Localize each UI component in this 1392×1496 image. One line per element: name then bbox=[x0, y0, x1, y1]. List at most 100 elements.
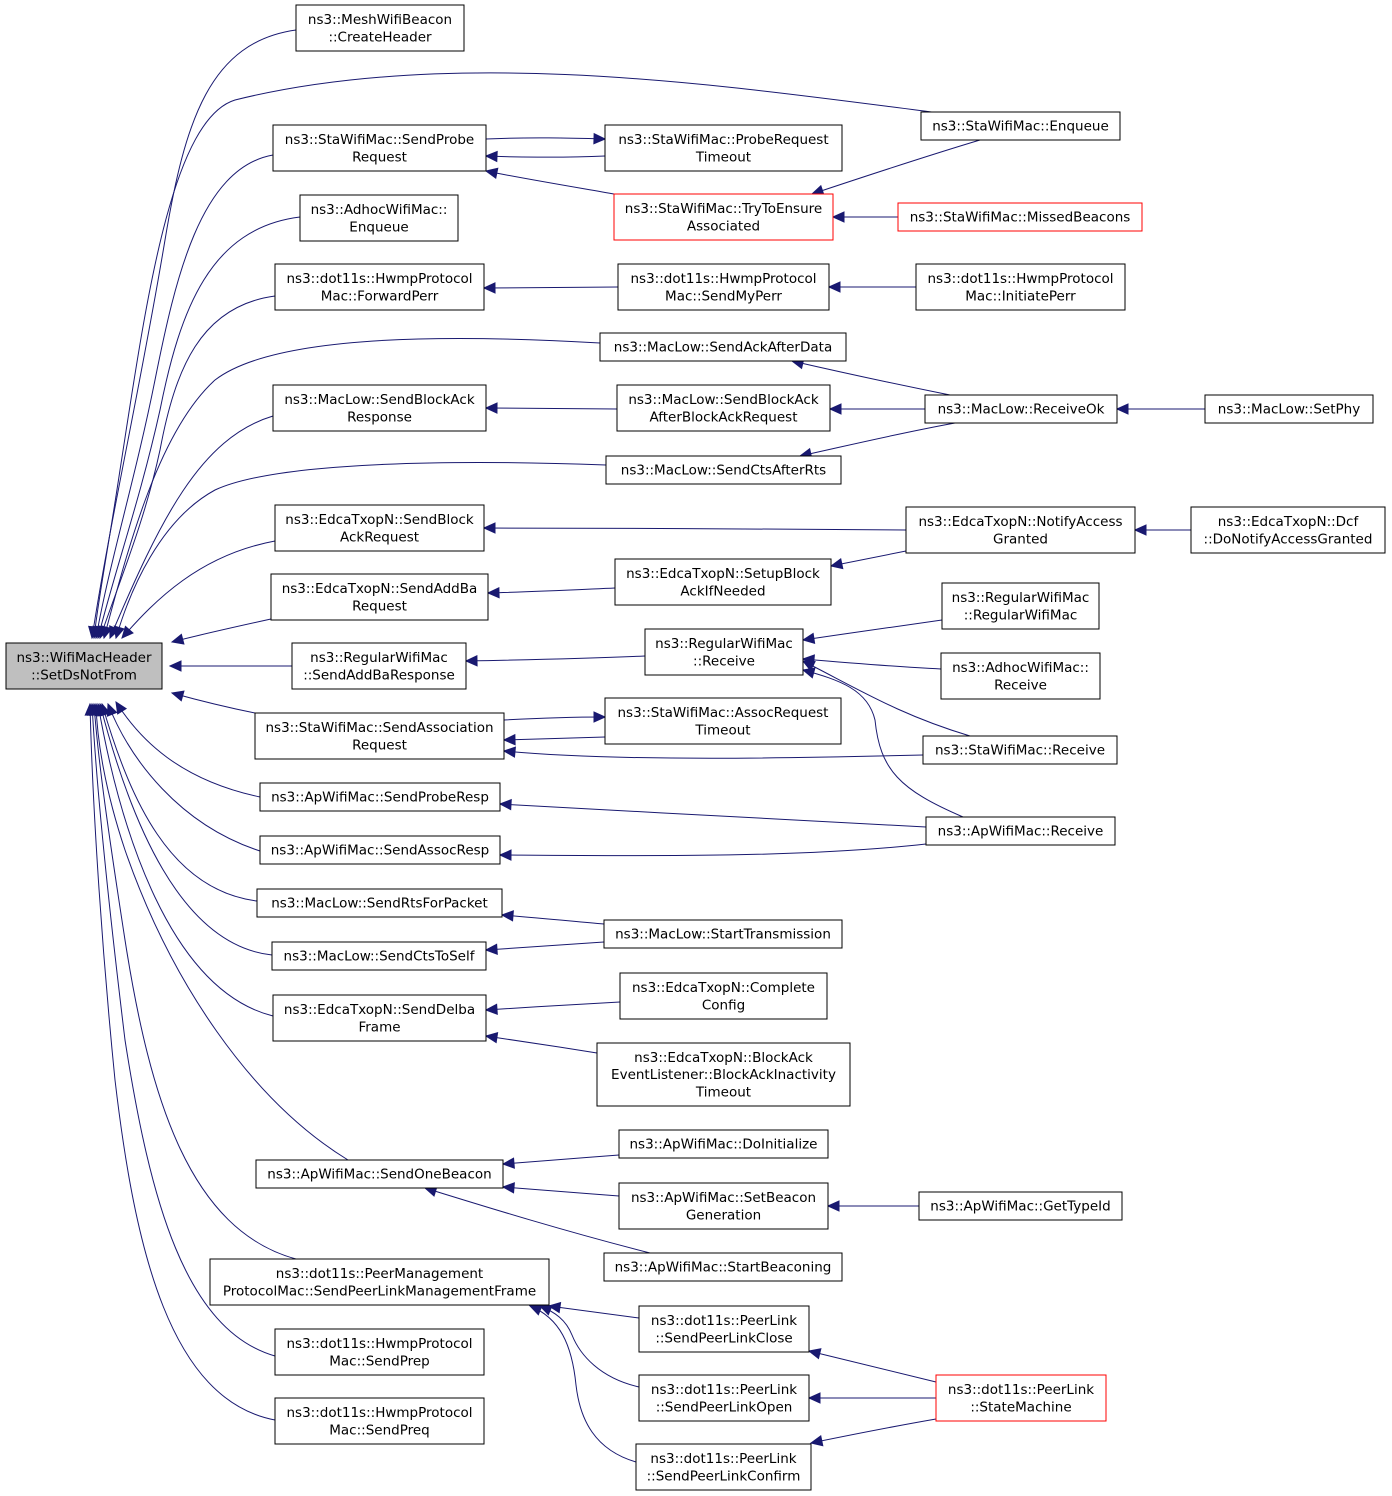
arrowhead-edca_block_ack_inactivity-to-edca_send_delba_frame bbox=[484, 1031, 499, 1044]
node-sta_receive[interactable]: ns3::StaWifiMac::Receive bbox=[922, 735, 1118, 765]
node-regular_ctor[interactable]: ns3::RegularWifiMac::RegularWifiMac bbox=[941, 582, 1100, 630]
node-peerlink_send_close[interactable]: ns3::dot11s::PeerLink::SendPeerLinkClose bbox=[638, 1305, 810, 1353]
node-maclow_send_rts_for_packet[interactable]: ns3::MacLow::SendRtsForPacket bbox=[256, 888, 503, 918]
node-peerlink_send_open[interactable]: ns3::dot11s::PeerLink::SendPeerLinkOpen bbox=[638, 1374, 810, 1422]
node-ap_receive[interactable]: ns3::ApWifiMac::Receive bbox=[925, 816, 1116, 846]
edge-ap_set_beacon_generation-to-ap_send_one_beacon bbox=[502, 1186, 620, 1197]
node-edca_notify_access_granted[interactable]: ns3::EdcaTxopN::NotifyAccessGranted bbox=[905, 506, 1136, 554]
node-maclow_send_cts_to_self[interactable]: ns3::MacLow::SendCtsToSelf bbox=[271, 941, 487, 971]
node-ap_send_assoc_resp[interactable]: ns3::ApWifiMac::SendAssocResp bbox=[259, 835, 501, 865]
node-adhoc_enqueue[interactable]: ns3::AdhocWifiMac::Enqueue bbox=[299, 194, 459, 242]
node-label-line: ns3::EdcaTxopN::BlockAck bbox=[634, 1050, 813, 1066]
node-label-line: ns3::dot11s::PeerLink bbox=[651, 1382, 797, 1398]
node-maclow_send_cts_after_rts[interactable]: ns3::MacLow::SendCtsAfterRts bbox=[605, 455, 842, 485]
arrowhead-sta_send_probe_request-to-sta_probe_request_timeout bbox=[593, 132, 607, 145]
node-label-line: Mac::ForwardPerr bbox=[321, 288, 439, 304]
node-box bbox=[5, 642, 163, 690]
node-label-line: ns3::MacLow::SendBlockAck bbox=[628, 392, 818, 408]
node-peer_mgmt_send_frame[interactable]: ns3::dot11s::PeerManagementProtocolMac::… bbox=[209, 1258, 550, 1306]
node-label-line: ns3::ApWifiMac::SendAssocResp bbox=[271, 843, 490, 859]
node-hwmp_initiate_perr[interactable]: ns3::dot11s::HwmpProtocolMac::InitiatePe… bbox=[915, 263, 1126, 311]
node-box bbox=[603, 1252, 843, 1282]
node-label-line: ns3::EdcaTxopN::Complete bbox=[632, 980, 815, 996]
node-label-line: Timeout bbox=[695, 1084, 751, 1100]
arrowhead-ap_receive-to-ap_send_probe_resp bbox=[498, 798, 512, 811]
node-ap_get_type_id[interactable]: ns3::ApWifiMac::GetTypeId bbox=[918, 1191, 1123, 1221]
arrowhead-hwmp_initiate_perr-to-hwmp_send_my_perr bbox=[827, 281, 841, 293]
edges-layer bbox=[84, 29, 1205, 1463]
node-maclow_set_phy[interactable]: ns3::MacLow::SetPhy bbox=[1204, 394, 1374, 424]
node-ap_send_one_beacon[interactable]: ns3::ApWifiMac::SendOneBeacon bbox=[255, 1159, 504, 1189]
node-box bbox=[1190, 506, 1386, 554]
node-label-line: Associated bbox=[687, 218, 760, 234]
node-regular_send_add_ba_response[interactable]: ns3::RegularWifiMac::SendAddBaResponse bbox=[291, 642, 467, 690]
arrowhead-maclow_start_transmission-to-maclow_send_cts_to_self bbox=[484, 943, 498, 955]
arrowhead-sta_probe_request_timeout-to-sta_send_probe_request bbox=[484, 150, 498, 163]
arrowhead-sta_send_association_request-to-root bbox=[170, 690, 185, 702]
node-box bbox=[596, 1042, 851, 1107]
node-ap_start_beaconing[interactable]: ns3::ApWifiMac::StartBeaconing bbox=[603, 1252, 843, 1282]
node-sta_enqueue[interactable]: ns3::StaWifiMac::Enqueue bbox=[920, 111, 1121, 141]
node-edca_block_ack_inactivity[interactable]: ns3::EdcaTxopN::BlockAckEventListener::B… bbox=[596, 1042, 851, 1107]
node-adhoc_receive[interactable]: ns3::AdhocWifiMac::Receive bbox=[940, 652, 1101, 700]
node-maclow_send_ack_after_data[interactable]: ns3::MacLow::SendAckAfterData bbox=[599, 332, 847, 362]
node-hwmp_forward_perr[interactable]: ns3::dot11s::HwmpProtocolMac::ForwardPer… bbox=[274, 263, 485, 311]
node-box bbox=[271, 941, 487, 971]
node-label-line: AfterBlockAckRequest bbox=[649, 409, 797, 425]
node-sta_missed_beacons[interactable]: ns3::StaWifiMac::MissedBeacons bbox=[897, 202, 1143, 232]
node-box bbox=[256, 888, 503, 918]
arrowhead-peerlink_state_machine-to-peerlink_send_open bbox=[807, 1392, 821, 1404]
node-label-line: Granted bbox=[993, 531, 1048, 547]
node-label-line: ::RegularWifiMac bbox=[964, 607, 1078, 623]
node-box bbox=[616, 384, 831, 432]
arrowhead-sta_receive-to-regular_receive bbox=[801, 660, 816, 672]
node-maclow_start_transmission[interactable]: ns3::MacLow::StartTransmission bbox=[603, 919, 843, 949]
node-mesh_create_header[interactable]: ns3::MeshWifiBeacon::CreateHeader bbox=[295, 4, 465, 52]
node-maclow_send_block_ack_after_req[interactable]: ns3::MacLow::SendBlockAckAfterBlockAckRe… bbox=[616, 384, 831, 432]
node-box bbox=[925, 816, 1116, 846]
edge-hwmp_send_my_perr-to-hwmp_forward_perr bbox=[483, 286, 619, 289]
node-label-line: ns3::ApWifiMac::GetTypeId bbox=[930, 1199, 1110, 1215]
node-box bbox=[272, 994, 487, 1042]
node-label-line: ns3::StaWifiMac::MissedBeacons bbox=[910, 210, 1131, 226]
node-edca_dcf_do_notify[interactable]: ns3::EdcaTxopN::Dcf::DoNotifyAccessGrant… bbox=[1190, 506, 1386, 554]
node-label-line: ns3::dot11s::HwmpProtocol bbox=[927, 271, 1113, 287]
edge-edca_setup_block_ack-to-edca_send_add_ba_request bbox=[487, 587, 616, 594]
edge-peerlink_send_close-to-peer_mgmt_send_frame bbox=[548, 1305, 640, 1319]
node-box bbox=[259, 835, 501, 865]
node-maclow_receive_ok[interactable]: ns3::MacLow::ReceiveOk bbox=[924, 394, 1118, 424]
arrowhead-sta_receive-to-sta_send_association_request bbox=[502, 746, 516, 758]
edge-sta_send_association_request-to-sta_assoc_request_timeout bbox=[503, 716, 606, 721]
edge-edca_send_delba_frame-to-root bbox=[97, 703, 274, 1017]
arrowhead-maclow_send_ack_after_data-to-root bbox=[101, 625, 113, 640]
node-peerlink_state_machine[interactable]: ns3::dot11s::PeerLink::StateMachine bbox=[935, 1374, 1107, 1422]
node-label-line: ::SendPeerLinkClose bbox=[655, 1330, 792, 1346]
edge-peerlink_state_machine-to-peerlink_send_close bbox=[808, 1350, 937, 1383]
arrowhead-maclow_send_block_ack_after_req-to-maclow_send_block_ack_response bbox=[484, 402, 498, 414]
node-peerlink_send_confirm[interactable]: ns3::dot11s::PeerLink::SendPeerLinkConfi… bbox=[635, 1443, 812, 1491]
node-ap_do_initialize[interactable]: ns3::ApWifiMac::DoInitialize bbox=[618, 1129, 829, 1159]
node-root[interactable]: ns3::WifiMacHeader::SetDsNotFrom bbox=[5, 642, 163, 690]
node-box bbox=[604, 697, 842, 745]
node-label-line: ns3::WifiMacHeader bbox=[16, 650, 152, 666]
edge-peer_mgmt_send_frame-to-root bbox=[93, 703, 297, 1260]
node-box bbox=[295, 4, 465, 52]
edge-peerlink_state_machine-to-peerlink_send_confirm bbox=[810, 1418, 937, 1444]
node-ap_send_probe_resp[interactable]: ns3::ApWifiMac::SendProbeResp bbox=[259, 782, 501, 812]
node-regular_receive[interactable]: ns3::RegularWifiMac::Receive bbox=[644, 628, 804, 676]
